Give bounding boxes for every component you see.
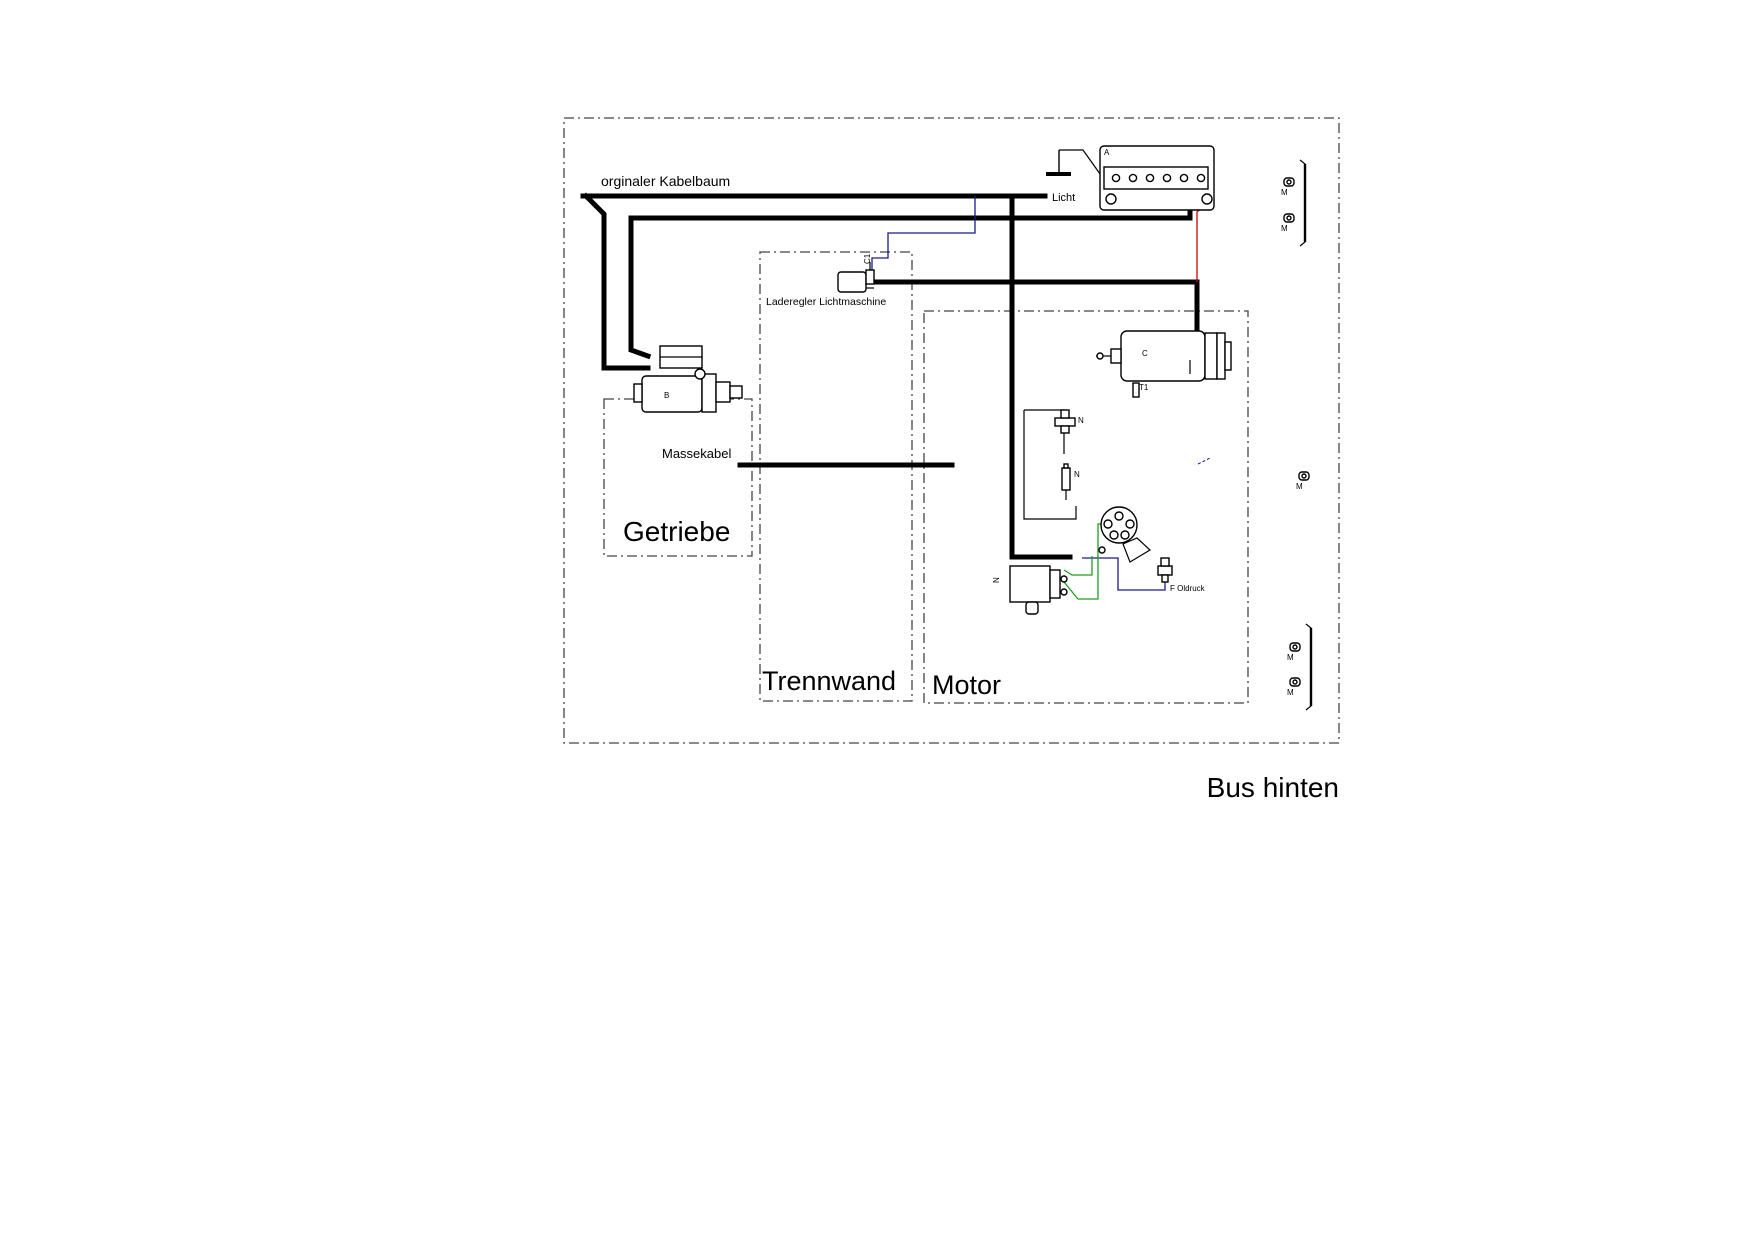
licht-label: Licht bbox=[1052, 192, 1075, 204]
trennwand-region bbox=[759, 251, 913, 702]
oil-sender-upper: N bbox=[1054, 409, 1084, 434]
generator: C T1 bbox=[1096, 330, 1232, 398]
massekabel-label: Massekabel bbox=[662, 446, 731, 461]
lamp-m1: M bbox=[1281, 177, 1295, 197]
starter-label: B bbox=[664, 391, 669, 400]
green-wire-distributor bbox=[1063, 523, 1108, 600]
lamp-m3: M bbox=[1296, 471, 1310, 491]
blue-wire-regulator bbox=[871, 196, 976, 272]
generator-label: C bbox=[1142, 349, 1148, 358]
green-wire-distributor-2 bbox=[1063, 556, 1093, 576]
dashed-stub bbox=[1197, 457, 1211, 465]
m4-label: M bbox=[1287, 653, 1294, 662]
right-bracket-lower bbox=[1305, 623, 1313, 711]
lamp-m5: M bbox=[1287, 677, 1301, 697]
lamp-m4: M bbox=[1287, 642, 1301, 662]
laderegler-label: Laderegler Lichtmaschine bbox=[766, 296, 886, 308]
lamp-m2: M bbox=[1281, 213, 1295, 233]
battery: A bbox=[1099, 145, 1215, 211]
n-middle-label: N bbox=[1074, 470, 1080, 479]
oldruck-label: F Oldruck bbox=[1170, 584, 1206, 593]
t1-label: T1 bbox=[1139, 383, 1149, 392]
motor-region bbox=[923, 310, 1249, 704]
trennwand-title: Trennwand bbox=[762, 666, 896, 696]
starter-motor: B bbox=[633, 345, 743, 413]
spark-sensor: N bbox=[1061, 463, 1080, 500]
m5-label: M bbox=[1287, 688, 1294, 697]
oil-pressure-switch: F Oldruck bbox=[1157, 557, 1206, 593]
battery-label: A bbox=[1104, 148, 1110, 157]
n-upper-label: N bbox=[1078, 416, 1084, 425]
distributor bbox=[1098, 506, 1151, 563]
n-coil-label: N bbox=[992, 577, 1001, 583]
m1-label: M bbox=[1281, 188, 1288, 197]
m2-label: M bbox=[1281, 224, 1288, 233]
diagram-caption: Bus hinten bbox=[1207, 772, 1339, 803]
battery-positive-wire bbox=[1196, 202, 1208, 282]
m3-label: M bbox=[1296, 482, 1303, 491]
thin-ground-line bbox=[1024, 409, 1065, 454]
getriebe-title: Getriebe bbox=[623, 516, 730, 547]
motor-title: Motor bbox=[932, 670, 1001, 700]
regulator-letter: C1 bbox=[863, 253, 872, 264]
right-bracket-upper bbox=[1299, 159, 1307, 247]
blue-wire-oldruck bbox=[1082, 557, 1166, 591]
kabelbaum-label: orginaler Kabelbaum bbox=[601, 173, 730, 189]
outer-frame bbox=[563, 117, 1340, 744]
coil-feed-wire bbox=[1009, 193, 1073, 560]
voltage-regulator: C1 bbox=[837, 253, 875, 293]
ignition-coil: N bbox=[992, 565, 1068, 615]
sender-box bbox=[1023, 410, 1077, 520]
harness-starter-wire-outer bbox=[582, 192, 651, 371]
